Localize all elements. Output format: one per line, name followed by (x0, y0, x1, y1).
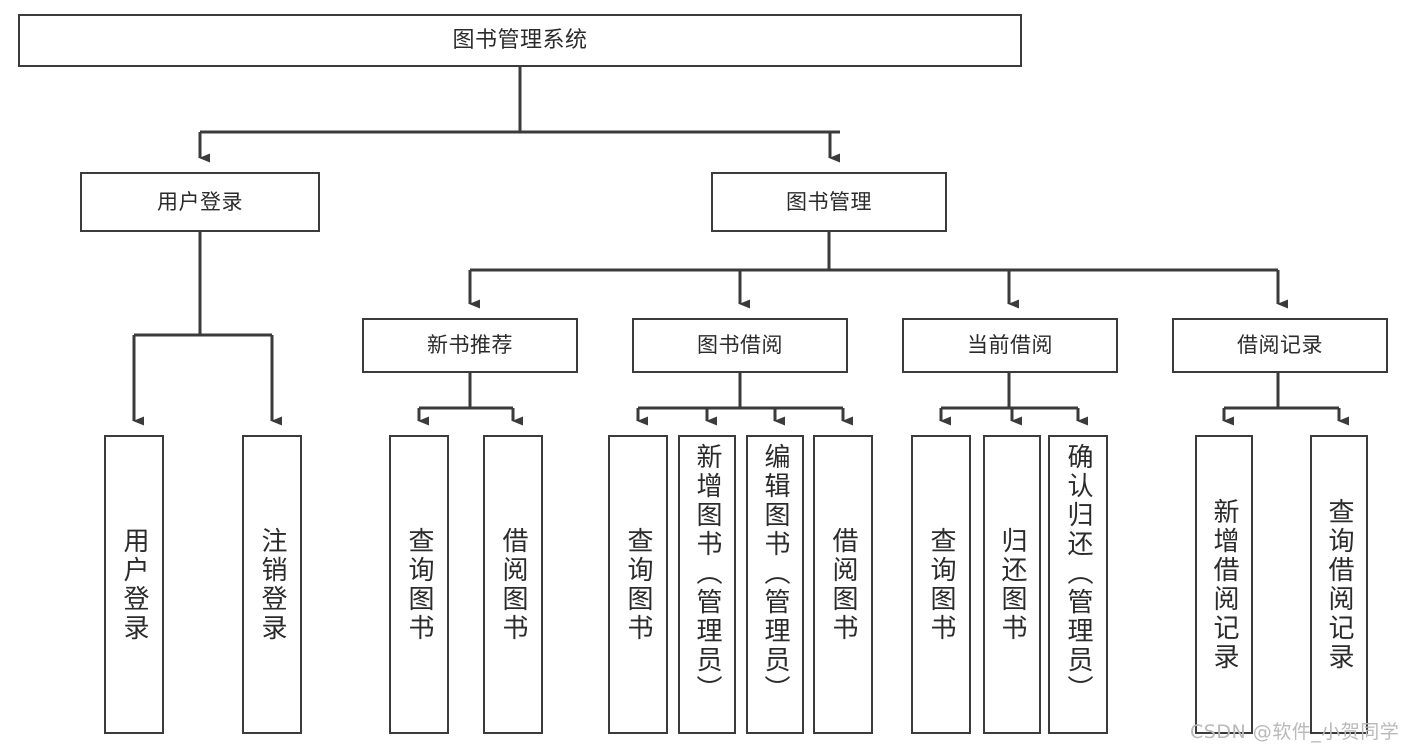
node-leaf-return-book[interactable]: 归还图书 (983, 435, 1041, 734)
node-label: 确认归还（管理员） (1063, 443, 1093, 704)
node-label: 借阅图书 (828, 526, 858, 643)
node-leaf-confirm-return[interactable]: 确认归还（管理员） (1048, 435, 1108, 734)
node-label: 新增借阅记录 (1209, 497, 1239, 672)
node-leaf-query-book-1[interactable]: 查询图书 (389, 435, 449, 734)
node-label: 图书借阅 (697, 333, 783, 358)
node-label: 借阅图书 (498, 526, 528, 643)
node-label: 图书管理系统 (452, 27, 588, 53)
node-label: 编辑图书（管理员） (760, 443, 790, 704)
node-leaf-query-book-3[interactable]: 查询图书 (911, 435, 971, 734)
node-label: 用户登录 (119, 526, 149, 643)
node-label: 查询借阅记录 (1324, 497, 1354, 672)
node-leaf-logout[interactable]: 注销登录 (242, 435, 302, 734)
csdn-watermark: CSDN @软件_小贺同学 (1190, 721, 1400, 743)
node-current-borrow[interactable]: 当前借阅 (902, 318, 1118, 373)
node-user-login[interactable]: 用户登录 (80, 172, 320, 232)
node-label: 当前借阅 (967, 333, 1053, 358)
node-label: 借阅记录 (1237, 333, 1323, 358)
node-root-book-management-system[interactable]: 图书管理系统 (18, 14, 1022, 67)
node-label: 图书管理 (786, 189, 872, 214)
node-leaf-add-book[interactable]: 新增图书（管理员） (678, 435, 736, 734)
node-leaf-query-record[interactable]: 查询借阅记录 (1310, 435, 1368, 734)
node-leaf-user-login[interactable]: 用户登录 (104, 435, 164, 734)
node-leaf-borrow-book-2[interactable]: 借阅图书 (813, 435, 873, 734)
node-label: 归还图书 (997, 526, 1027, 643)
node-label: 新增图书（管理员） (692, 443, 722, 704)
node-label: 注销登录 (257, 526, 287, 643)
node-label: 查询图书 (623, 526, 653, 643)
node-label: 查询图书 (404, 526, 434, 643)
node-label: 查询图书 (926, 526, 956, 643)
node-leaf-add-record[interactable]: 新增借阅记录 (1195, 435, 1253, 734)
node-new-book-recommend[interactable]: 新书推荐 (362, 318, 578, 373)
node-book-borrow[interactable]: 图书借阅 (632, 318, 848, 373)
node-borrow-record[interactable]: 借阅记录 (1172, 318, 1388, 373)
node-leaf-borrow-book-1[interactable]: 借阅图书 (483, 435, 543, 734)
node-label: 用户登录 (157, 189, 243, 214)
node-leaf-query-book-2[interactable]: 查询图书 (608, 435, 668, 734)
node-leaf-edit-book[interactable]: 编辑图书（管理员） (746, 435, 804, 734)
node-label: 新书推荐 (427, 333, 513, 358)
node-book-management[interactable]: 图书管理 (711, 172, 947, 232)
